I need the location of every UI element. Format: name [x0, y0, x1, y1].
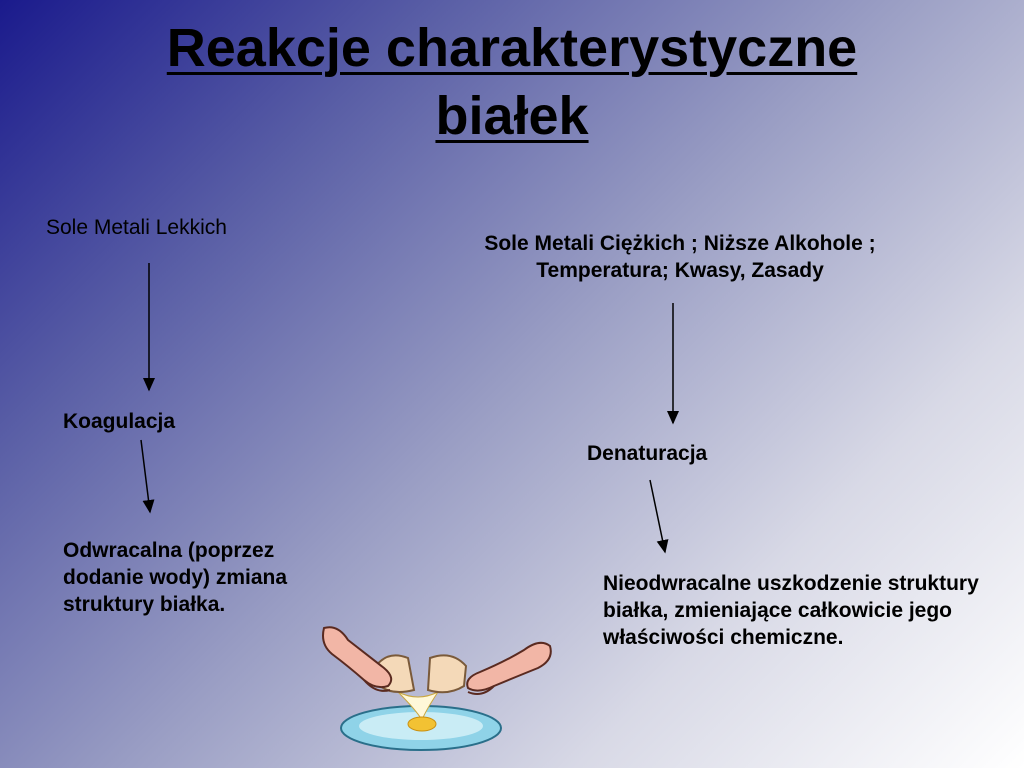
arrow-left-2: [140, 439, 155, 514]
slide-title-line2: białek: [435, 86, 589, 146]
right-result: Denaturacja: [587, 442, 708, 465]
slide-title: Reakcje charakterystyczne białek: [0, 14, 1024, 150]
left-result: Koagulacja: [63, 410, 176, 433]
right-description: Nieodwracalne uszkodzenie struktury biał…: [603, 572, 979, 649]
hands-cracking-egg-icon: [322, 626, 552, 751]
left-header: Sole Metali Lekkich: [46, 216, 227, 239]
left-description: Odwracalna (poprzez dodanie wody) zmiana…: [63, 539, 288, 616]
arrow-right-2: [649, 479, 669, 554]
slide-title-line1: Reakcje charakterystyczne: [166, 18, 858, 78]
right-header: Sole Metali Ciężkich ; Niższe Alkohole ;…: [484, 232, 876, 282]
